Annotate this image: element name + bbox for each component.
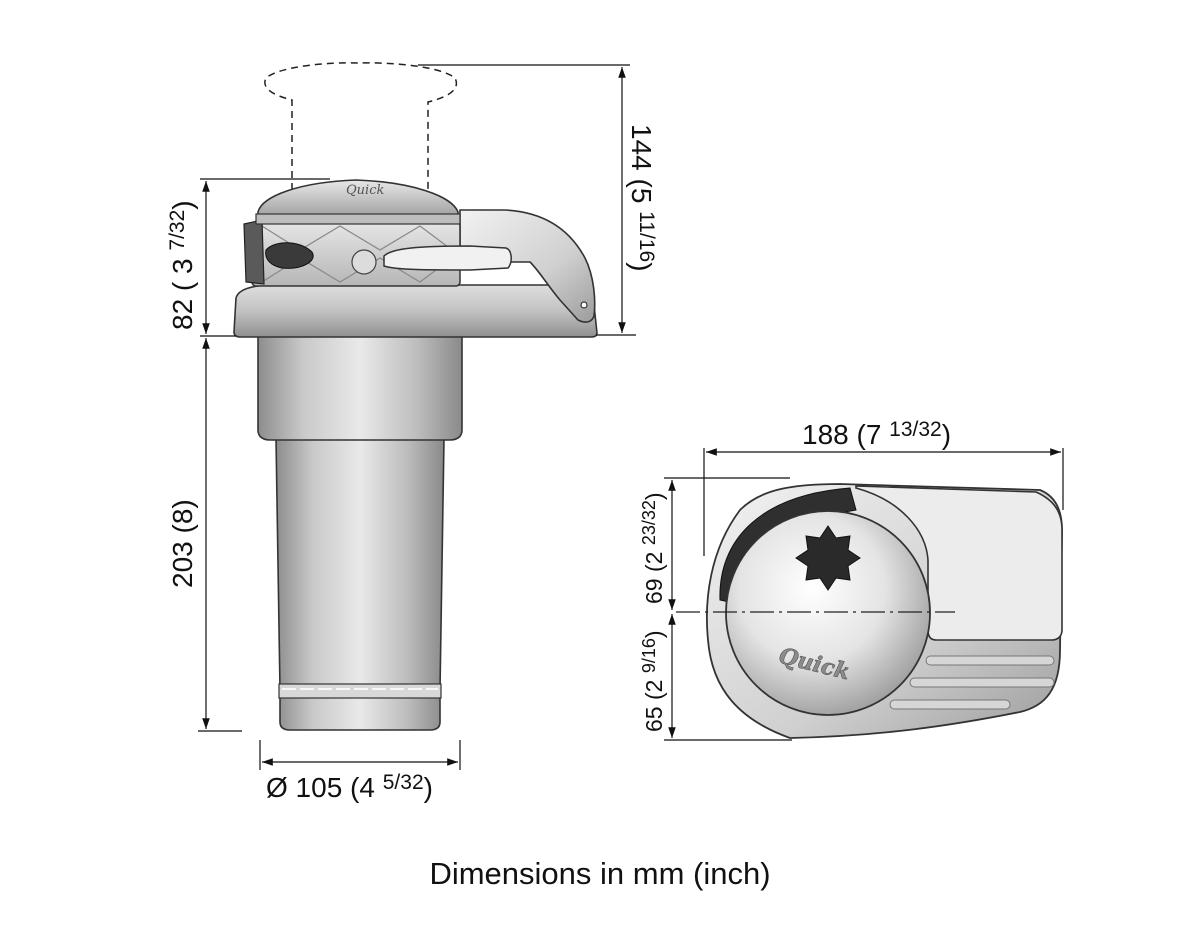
top-view: Quick (676, 483, 1063, 739)
deck-base (233, 284, 598, 338)
vent-slot (889, 699, 1011, 710)
dim-top-height-label: 82 ( 3 7/32) (166, 200, 198, 330)
gearbox-housing (257, 335, 463, 441)
drive-socket-icon (795, 525, 861, 591)
top-view-drum (725, 510, 931, 716)
dimensions-caption: Dimensions in mm (inch) (429, 856, 771, 891)
clearance-outline (264, 62, 458, 190)
vent-slot (909, 677, 1055, 688)
stripper-lever (383, 245, 512, 271)
side-view: Quick (233, 62, 598, 731)
top-view-motor-cover (855, 485, 1063, 641)
dim-length-label: 188 (7 13/32) (802, 418, 951, 450)
brand-logo-top: Quick (346, 183, 384, 198)
vent-slot (925, 655, 1055, 666)
dimension-labels: 82 ( 3 7/32) 203 (8) 144 (5 11/16) Ø 105… (166, 124, 951, 803)
motor-tube-ring (278, 683, 442, 699)
dimension-lines (198, 64, 1064, 770)
dim-clearance-label: 144 (5 11/16) (626, 124, 658, 272)
chain-cover (459, 209, 596, 323)
dim-diameter-label: Ø 105 (4 5/32) (266, 771, 433, 803)
motor-tube (275, 437, 445, 731)
dim-front-offset-label: 69 (2 23/32) (639, 492, 667, 604)
dim-rear-offset-label: 65 (2 9/16) (639, 630, 667, 732)
gypsy-cap (257, 179, 459, 221)
dim-below-deck-label: 203 (8) (167, 499, 198, 588)
